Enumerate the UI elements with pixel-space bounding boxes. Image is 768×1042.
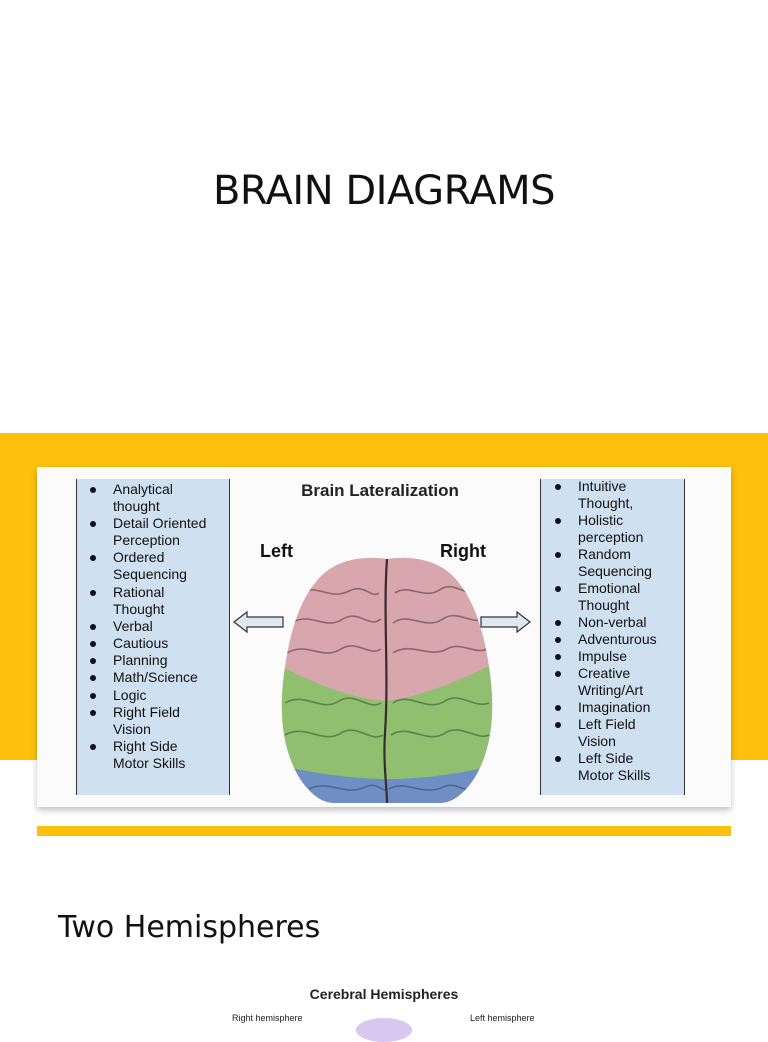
right-trait-item: Intuitive — [554, 479, 627, 494]
right-traits-column: Intuitive Thought, Holistic perception R… — [540, 479, 685, 795]
left-traits-column: Analytical thought Detail Oriented Perce… — [76, 479, 230, 795]
right-trait-item: Impulse — [554, 648, 628, 664]
right-trait-item: Random — [555, 546, 631, 562]
right-trait-item: Thought — [578, 597, 630, 613]
right-trait-item: Writing/Art — [578, 682, 644, 698]
left-trait-item: Right Side — [90, 738, 178, 754]
page-title: BRAIN DIAGRAMS — [212, 168, 556, 214]
left-trait-item: Detail Oriented — [89, 515, 207, 531]
right-trait-item: Thought, — [578, 495, 634, 511]
right-hemisphere-label: Right — [440, 541, 486, 561]
left-trait-item: Thought — [113, 601, 165, 617]
left-trait-item: Rational — [89, 584, 165, 600]
cerebral-hemispheres-title: Cerebral Hemispheres — [309, 986, 459, 1002]
right-trait-item: Motor Skills — [578, 767, 651, 783]
right-trait-item: Holistic — [554, 512, 624, 528]
accent-rule — [37, 826, 731, 836]
left-hemisphere-label: Left — [260, 541, 293, 561]
brain-top-view-image — [281, 557, 493, 803]
brain-lateralization-image: Analytical thought Detail Oriented Perce… — [37, 467, 731, 807]
right-trait-item: Left Side — [554, 750, 634, 766]
left-trait-item: Logic — [89, 687, 147, 703]
right-trait-item: Creative — [554, 665, 631, 681]
left-trait-item: Right Field — [90, 704, 180, 720]
right-trait-item: Sequencing — [578, 563, 652, 579]
right-trait-item: Emotional — [554, 580, 641, 596]
left-trait-item: thought — [113, 498, 160, 514]
right-hemisphere-caption: Right hemisphere — [232, 1013, 303, 1023]
section-title: Two Hemispheres — [58, 910, 321, 945]
left-trait-item: Cautious — [89, 635, 169, 651]
right-trait-item: Non-verbal — [554, 614, 647, 630]
right-trait-item: Imagination — [554, 699, 651, 715]
right-trait-item: Vision — [578, 733, 616, 749]
left-trait-item: Vision — [113, 721, 151, 737]
brain-illustration — [356, 1018, 412, 1042]
left-trait-item: Motor Skills — [113, 755, 186, 771]
left-trait-item: Math/Science — [90, 669, 198, 685]
right-trait-item: Left Field — [555, 716, 636, 732]
arrow-right-icon — [480, 610, 531, 634]
left-trait-item: Ordered — [89, 549, 165, 565]
left-trait-item: Planning — [90, 652, 168, 668]
left-trait-item: Analytical — [90, 481, 173, 497]
arrow-left-icon — [233, 610, 284, 634]
right-trait-item: perception — [578, 529, 644, 545]
cerebral-hemispheres-image: Cerebral Hemispheres Right hemisphere Le… — [228, 980, 540, 1042]
left-hemisphere-caption: Left hemisphere — [470, 1013, 535, 1023]
left-trait-item: Perception — [113, 532, 180, 548]
lateralization-title: Brain Lateralization — [301, 481, 459, 500]
left-trait-item: Sequencing — [113, 566, 187, 582]
left-trait-item: Verbal — [90, 618, 153, 634]
right-trait-item: Adventurous — [555, 631, 657, 647]
